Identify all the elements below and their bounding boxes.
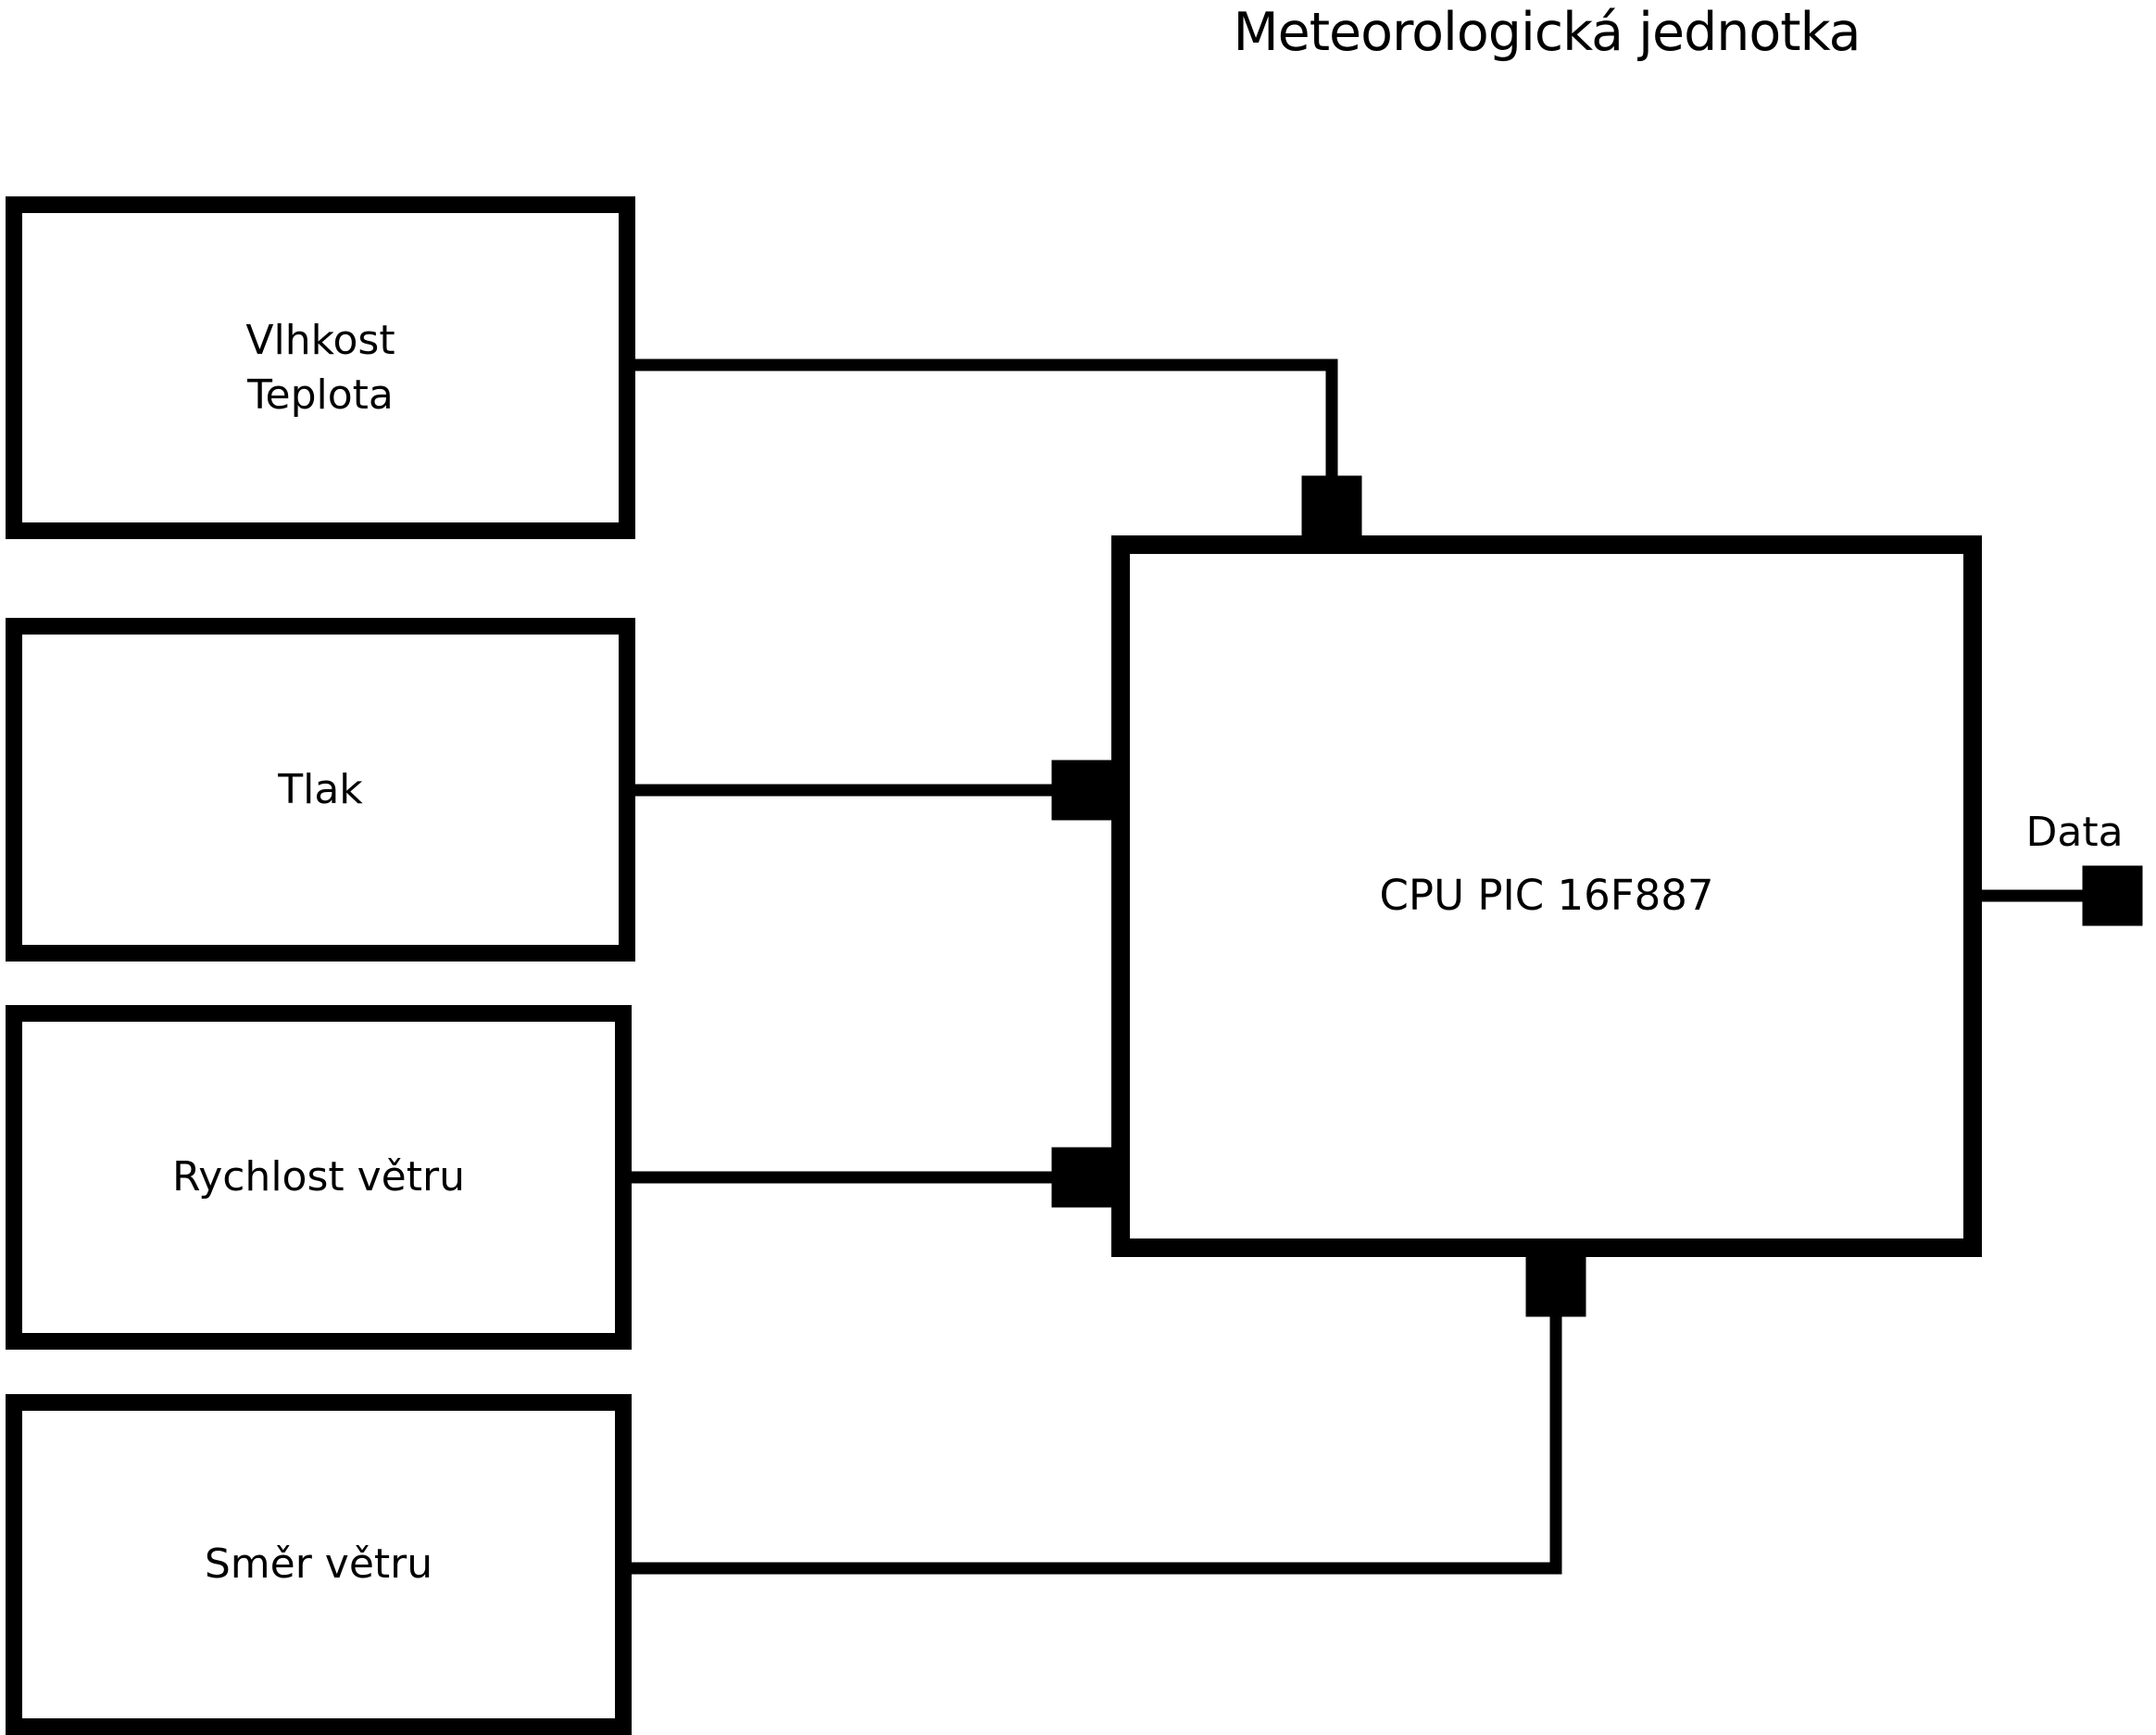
sensor-box-rychlost-vetru: Rychlost větru bbox=[6, 1005, 632, 1350]
arrow-smer-vetru-to-cpu bbox=[632, 1311, 1556, 1575]
data-output-label: Data bbox=[2025, 809, 2124, 856]
cpu-label: CPU PIC 16F887 bbox=[1379, 871, 1714, 921]
sensor-box-tlak: Tlak bbox=[6, 618, 635, 962]
sensor-label-line: Vlhkost bbox=[245, 316, 395, 364]
sensor-label-line: Rychlost větru bbox=[172, 1153, 465, 1201]
sensor-label-line: Směr větru bbox=[204, 1540, 433, 1589]
sensor-label-line: Tlak bbox=[278, 765, 363, 813]
sensor-box-smer-vetru: Směr větru bbox=[6, 1394, 632, 1735]
sensor-label-line: Teplota bbox=[247, 371, 394, 419]
cpu-box: CPU PIC 16F887 bbox=[1111, 535, 1982, 1257]
arrow-vlhkost-teplota-to-cpu bbox=[635, 358, 1332, 482]
sensor-box-vlhkost-teplota: Vlhkost Teplota bbox=[6, 196, 635, 539]
page-title: Meteorologická jednotka bbox=[1233, 2, 1861, 63]
